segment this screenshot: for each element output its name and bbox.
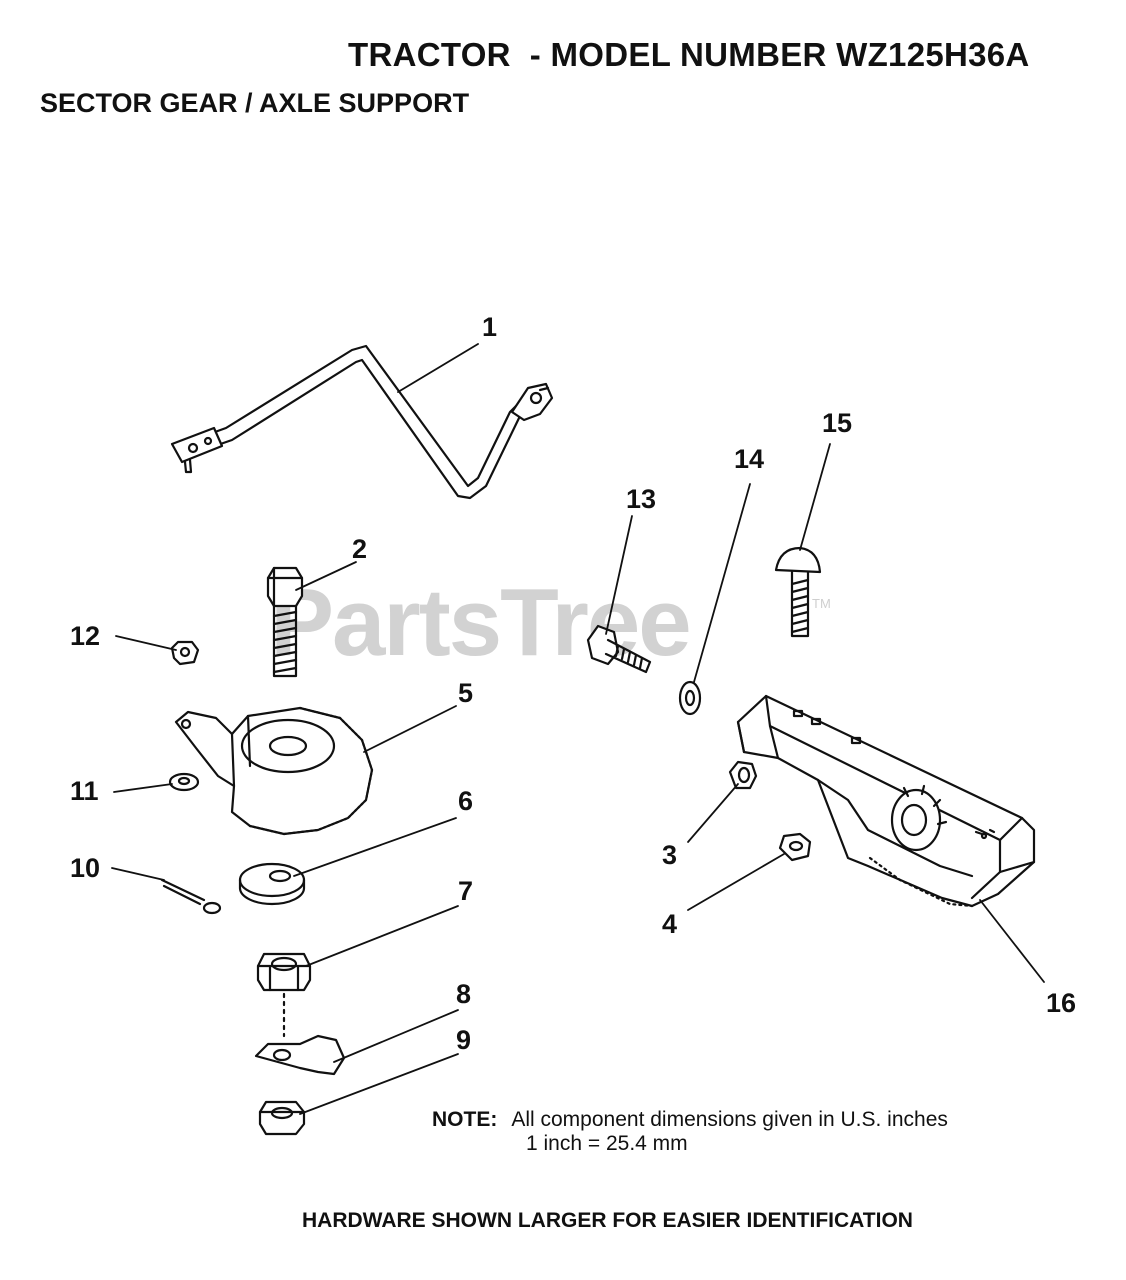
- callout-4: 4: [662, 909, 678, 939]
- part-4-nut: [780, 834, 810, 860]
- note-line-2: 1 inch = 25.4 mm: [526, 1132, 688, 1155]
- callout-16: 16: [1046, 988, 1077, 1018]
- callout-9: 9: [456, 1025, 472, 1055]
- part-15-carriage-bolt: [776, 548, 820, 636]
- part-11-washer: [170, 774, 198, 790]
- callout-13: 13: [626, 484, 657, 514]
- callout-5: 5: [458, 678, 474, 708]
- callout-2: 2: [352, 534, 368, 564]
- callout-11: 11: [70, 776, 99, 806]
- callout-8: 8: [456, 979, 472, 1009]
- part-10-cotter-pin: [162, 880, 220, 913]
- watermark-trademark: TM: [812, 596, 831, 611]
- part-14-lock-washer: [680, 682, 700, 714]
- part-9-nut: [260, 1102, 304, 1134]
- note-line-1: All component dimensions given in U.S. i…: [511, 1108, 948, 1131]
- callout-14: 14: [734, 444, 765, 474]
- part-2-hex-bolt: [268, 568, 302, 676]
- callout-1: 1: [482, 312, 498, 342]
- note-label: NOTE:: [432, 1108, 498, 1131]
- page-subtitle: SECTOR GEAR / AXLE SUPPORT: [40, 88, 470, 118]
- part-8-clip: [256, 1036, 344, 1074]
- leader-lines: [112, 344, 1044, 1114]
- dimension-note: NOTE: All component dimensions given in U…: [432, 1108, 948, 1155]
- part-3-nut: [730, 762, 756, 788]
- part-1-drag-link: [172, 346, 552, 498]
- callout-10: 10: [70, 853, 101, 883]
- part-16-axle-support: [738, 696, 1034, 906]
- part-6-large-washer: [240, 864, 304, 904]
- part-12-small-nut: [172, 642, 198, 664]
- callout-7: 7: [458, 876, 474, 906]
- page-title: TRACTOR - MODEL NUMBER WZ125H36A: [348, 36, 1030, 73]
- hardware-footer-note: HARDWARE SHOWN LARGER FOR EASIER IDENTIF…: [302, 1209, 913, 1232]
- part-5-sector-gear: [176, 708, 372, 834]
- part-13-bolt: [588, 626, 650, 672]
- callout-6: 6: [458, 786, 474, 816]
- callout-3: 3: [662, 840, 678, 870]
- callout-12: 12: [70, 621, 101, 651]
- part-7-nut: [258, 954, 310, 1036]
- callout-15: 15: [822, 408, 853, 438]
